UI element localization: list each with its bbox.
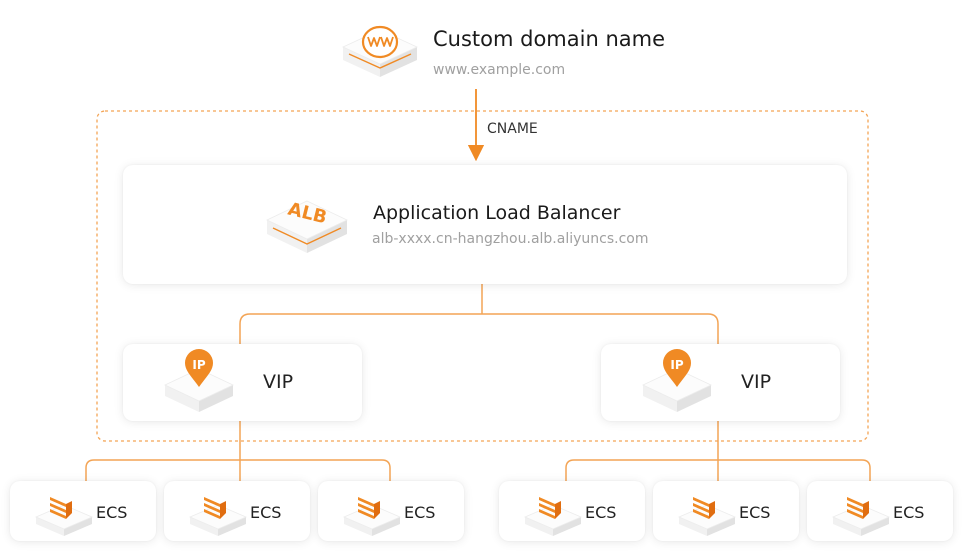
alb-subtitle: alb-xxxx.cn-hangzhou.alb.aliyuncs.com (372, 231, 649, 247)
vip-label: VIP (263, 371, 294, 393)
ip-icon-text: IP (670, 358, 683, 372)
vip-card-left: IP VIP (123, 344, 362, 421)
ecs-card: ECS (499, 481, 645, 541)
alb-icon: ALB (266, 199, 348, 253)
server-icon (523, 497, 583, 536)
alb-title: Application Load Balancer (373, 202, 621, 224)
ecs-label: ECS (404, 503, 436, 522)
ecs-label: ECS (585, 503, 617, 522)
ecs-label: ECS (250, 503, 282, 522)
ip-icon-text: IP (192, 358, 205, 372)
cname-label: CNAME (487, 121, 538, 137)
ecs-label: ECS (739, 503, 771, 522)
custom-domain-subtitle: www.example.com (433, 62, 566, 78)
server-icon (677, 497, 737, 536)
server-icon (831, 497, 891, 536)
vip-to-ecs-connector-right (565, 421, 871, 481)
vip-label: VIP (741, 371, 772, 393)
server-icon (188, 497, 248, 536)
ecs-label: ECS (96, 503, 128, 522)
vip-to-ecs-connector-left (85, 421, 391, 481)
ecs-label: ECS (893, 503, 925, 522)
server-icon (34, 497, 94, 536)
ecs-card: ECS (318, 481, 464, 541)
server-icon (342, 497, 402, 536)
ecs-card: ECS (653, 481, 799, 541)
load-balancer-boundary (96, 110, 869, 442)
alb-to-vip-connector (239, 284, 719, 345)
vip-card-right: IP VIP (601, 344, 840, 421)
custom-domain-title: Custom domain name (433, 27, 666, 51)
alb-card: ALB Application Load Balancer alb-xxxx.c… (123, 165, 847, 284)
ip-pin-icon: IP (164, 349, 234, 412)
ecs-card: ECS (10, 481, 156, 541)
ecs-card: ECS (807, 481, 953, 541)
ip-pin-icon: IP (642, 349, 712, 412)
www-icon (342, 25, 418, 77)
ecs-card: ECS (164, 481, 310, 541)
